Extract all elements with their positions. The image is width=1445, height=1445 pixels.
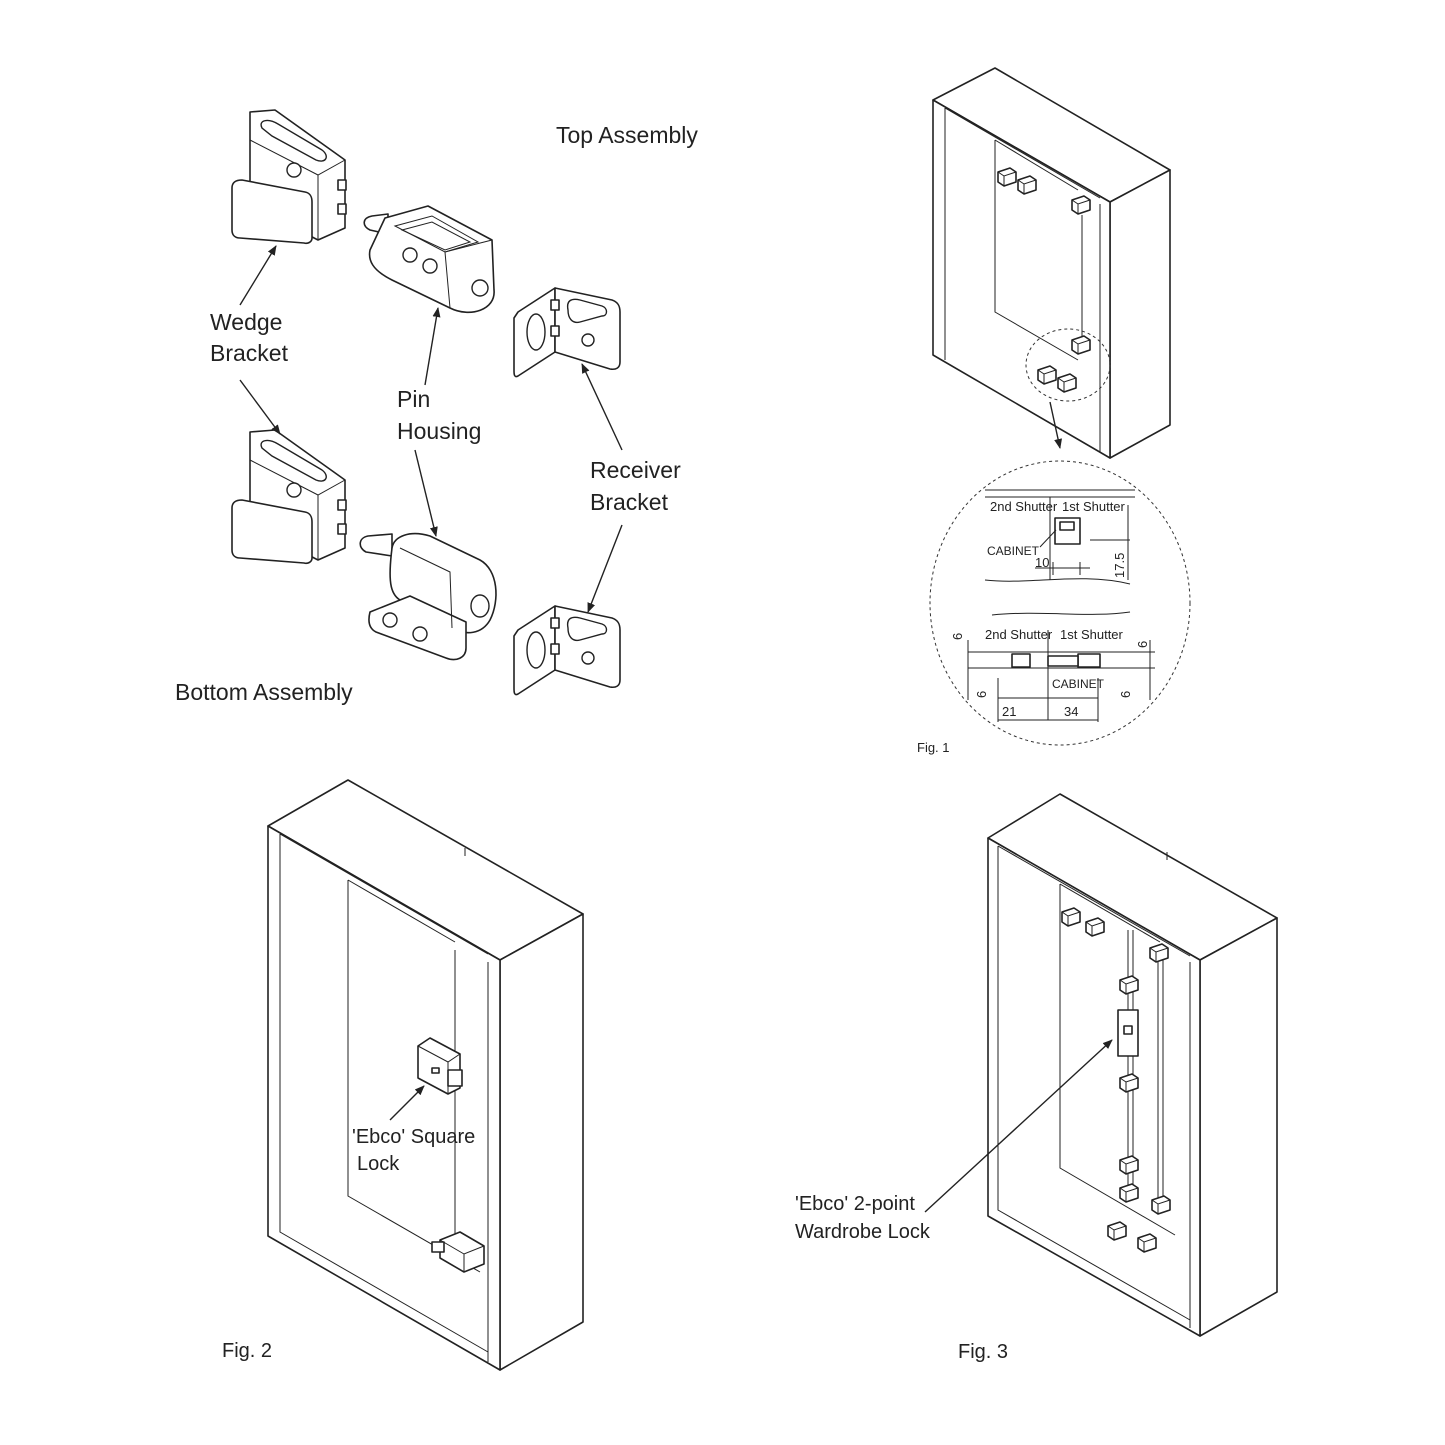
- wedge-bracket-top: [231, 109, 347, 245]
- fig3-caption: Fig. 3: [958, 1341, 1008, 1363]
- fig1-top-shutter-2: 2nd Shutter: [990, 499, 1058, 514]
- arrow-receiver-bottom: [587, 524, 623, 613]
- top-assembly-label: Top Assembly: [556, 122, 698, 148]
- receiver-bracket-top: [513, 287, 621, 378]
- receiver-bracket-bottom: [513, 605, 621, 696]
- fig1-top-shutter-1: 1st Shutter: [1062, 499, 1126, 514]
- fig1-diagram: 2nd Shutter 1st Shutter CABINET 10 17.5 …: [917, 67, 1191, 755]
- fig2-caption: Fig. 2: [222, 1340, 272, 1362]
- assembly-diagram: Top Assembly Bottom Assembly Wedge Brack…: [175, 109, 698, 705]
- arrow-wedge-top: [239, 245, 277, 306]
- fig1-caption: Fig. 1: [917, 740, 950, 755]
- square-lock-label-line1: 'Ebco' Square: [352, 1126, 475, 1148]
- fig1-dim-6-a: 6: [950, 633, 965, 640]
- fig1-detail: [929, 460, 1191, 746]
- fig1-dim-34: 34: [1064, 704, 1078, 719]
- fig1-cabinet: [932, 67, 1171, 459]
- pin-housing-label-line2: Housing: [397, 418, 481, 444]
- pin-housing-bottom: [359, 532, 497, 661]
- two-point-lock: [1117, 1009, 1139, 1057]
- fig1-bottom-shutter-2: 2nd Shutter: [985, 627, 1053, 642]
- two-point-lock-label-line1: 'Ebco' 2-point: [795, 1193, 915, 1215]
- receiver-bracket-label-line1: Receiver: [590, 457, 681, 483]
- fig1-bottom-cabinet: CABINET: [1052, 677, 1105, 691]
- bottom-bolt: [431, 1231, 485, 1273]
- square-lock: [417, 1037, 463, 1095]
- wedge-bracket-label-line2: Bracket: [210, 340, 289, 366]
- fig1-top-cabinet: CABINET: [987, 544, 1040, 558]
- arrow-wedge-bottom: [239, 379, 281, 435]
- receiver-bracket-label-line2: Bracket: [590, 489, 669, 515]
- fig1-dim-10: 10: [1035, 555, 1049, 570]
- fig1-dim-17-5: 17.5: [1112, 553, 1127, 578]
- arrow-pin-bottom: [414, 449, 438, 537]
- fig2-diagram: 'Ebco' Square Lock Fig. 2: [222, 779, 584, 1371]
- wedge-bracket-label-line1: Wedge: [210, 309, 282, 335]
- wedge-bracket-bottom: [231, 429, 347, 565]
- fig1-bottom-shutter-1: 1st Shutter: [1060, 627, 1124, 642]
- pin-housing-top: [363, 205, 495, 314]
- fig1-dim-6-b: 6: [1135, 641, 1150, 648]
- two-point-lock-label-line2: Wardrobe Lock: [795, 1221, 931, 1243]
- arrow-pin-top: [424, 307, 441, 386]
- arrow-receiver-top: [581, 363, 623, 451]
- pin-housing-label-line1: Pin: [397, 386, 430, 412]
- bottom-assembly-label: Bottom Assembly: [175, 679, 353, 705]
- fig1-dim-21: 21: [1002, 704, 1016, 719]
- fig1-dim-6-c: 6: [974, 691, 989, 698]
- fig1-dim-6-d: 6: [1118, 691, 1133, 698]
- square-lock-label-line2: Lock: [357, 1153, 400, 1175]
- fig3-diagram: 'Ebco' 2-point Wardrobe Lock Fig. 3: [795, 793, 1278, 1363]
